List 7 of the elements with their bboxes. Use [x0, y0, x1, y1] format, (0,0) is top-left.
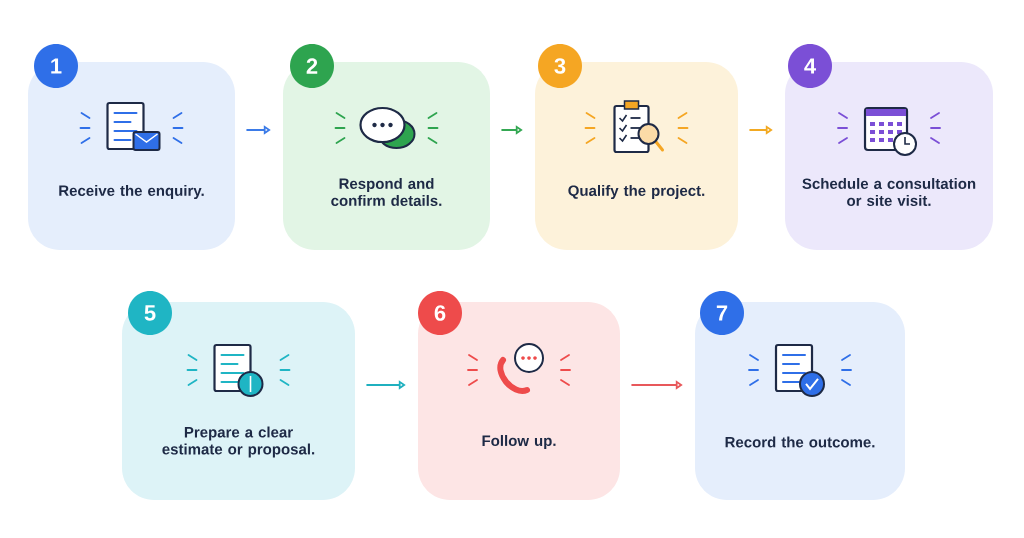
number-badge: 6: [418, 291, 462, 335]
number-badge: 7: [700, 291, 744, 335]
number-badge: 2: [290, 44, 334, 88]
number-badge: 1: [34, 44, 78, 88]
number-badge: 4: [788, 44, 832, 88]
number-badge: 5: [128, 291, 172, 335]
number-badge: 3: [538, 44, 582, 88]
